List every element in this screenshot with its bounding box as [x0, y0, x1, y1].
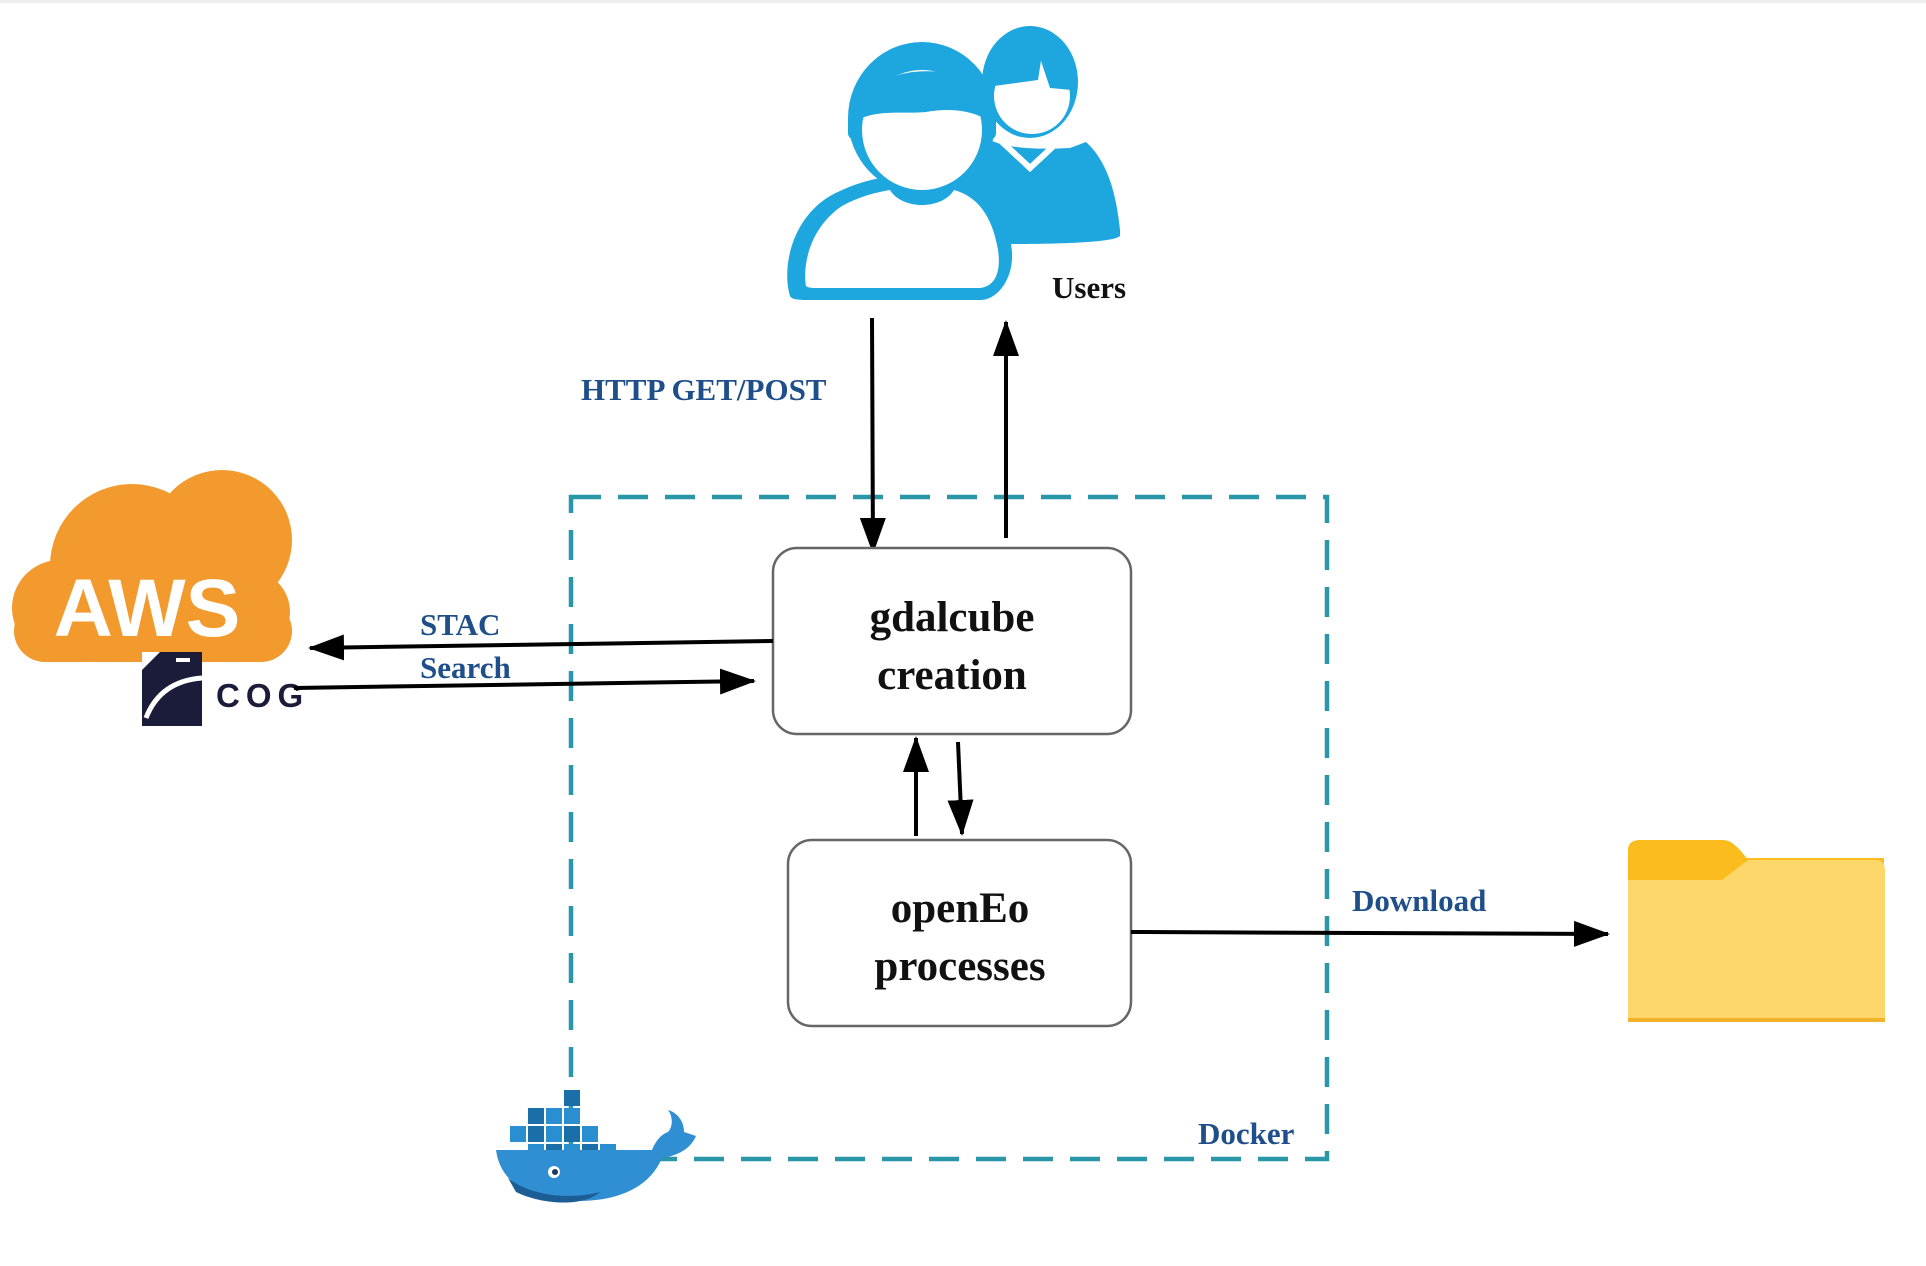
- users-icon: [787, 26, 1120, 300]
- folder-icon: [1628, 840, 1885, 1022]
- gdalcube-box: [771, 546, 1133, 736]
- arrow-openeo-to-folder: [1130, 920, 1610, 947]
- docker-whale-icon: [496, 1090, 696, 1203]
- docker-label: Docker: [1198, 1116, 1295, 1151]
- gdalcube-line1: gdalcube: [870, 594, 1035, 641]
- docker-container: [568, 494, 1330, 1162]
- http-label: HTTP GET/POST: [581, 372, 827, 407]
- arrow-users-to-gdalcube: [859, 317, 886, 554]
- top-border: [0, 0, 1926, 3]
- stac-label-line2: Search: [420, 650, 511, 685]
- download-label: Download: [1352, 883, 1486, 918]
- aws-logo-text: AWS: [54, 563, 241, 654]
- cog-logo-text: COG: [216, 677, 309, 714]
- openeo-line2: processes: [874, 943, 1045, 990]
- cog-logo-icon: [142, 652, 203, 726]
- arrow-gdalcube-to-aws: [308, 634, 774, 661]
- openeo-line1: openEo: [891, 885, 1030, 932]
- stac-label-line1: STAC: [420, 607, 500, 642]
- gdalcube-line2: creation: [877, 652, 1027, 699]
- openeo-box: [786, 838, 1133, 1028]
- users-label: Users: [1052, 270, 1126, 305]
- arrow-gdalcube-to-openeo: [947, 741, 974, 836]
- arrow-cog-to-gdalcube: [293, 668, 756, 695]
- aws-cloud-icon: [12, 470, 292, 662]
